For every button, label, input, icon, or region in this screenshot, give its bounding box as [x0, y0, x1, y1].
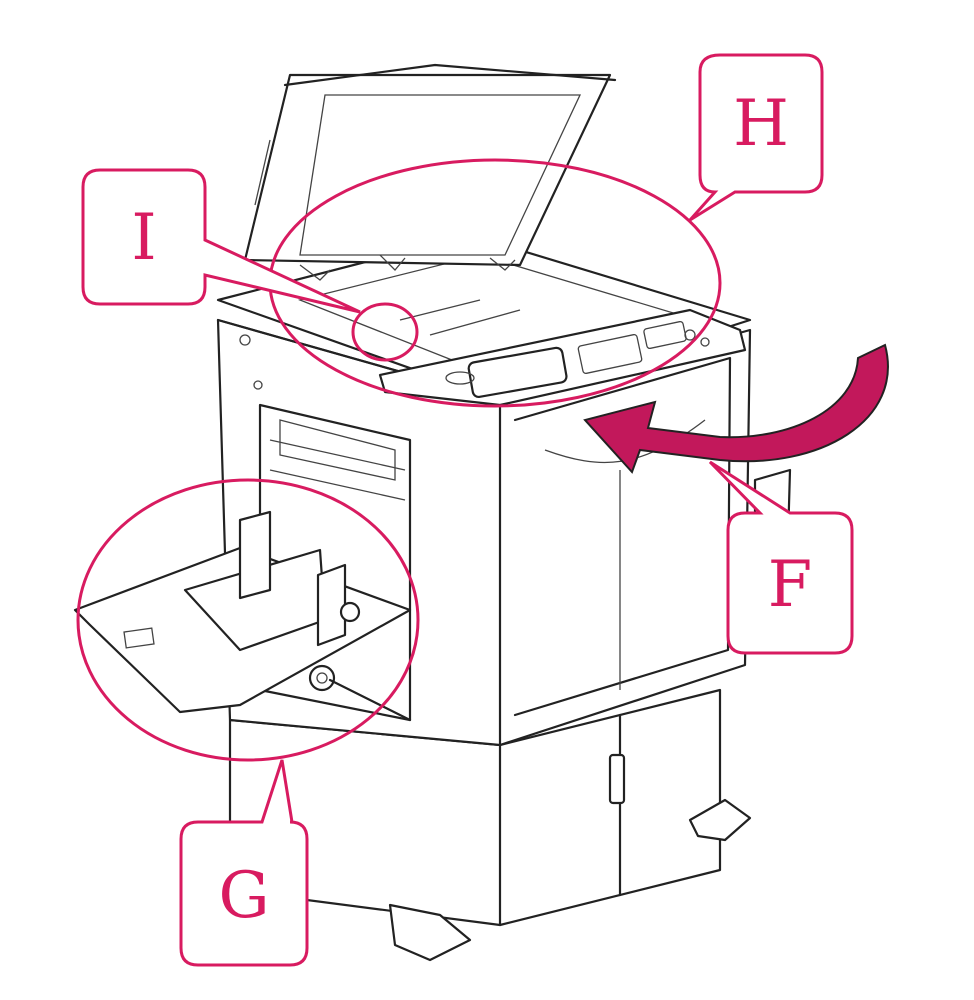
- label-f: F: [768, 548, 812, 622]
- curved-arrow: [583, 343, 889, 474]
- callout-h: H: [688, 53, 824, 222]
- lower-cabinet: [228, 688, 752, 962]
- arrow-f: [583, 343, 889, 474]
- ring-g: [76, 478, 420, 762]
- callout-g: G: [179, 759, 309, 967]
- scanner-lid: [243, 63, 617, 281]
- callout-i: I: [81, 168, 361, 314]
- label-i: I: [131, 201, 156, 275]
- ring-i: [351, 302, 419, 362]
- scanner-unit: [216, 233, 752, 407]
- label-g: G: [218, 859, 269, 933]
- label-h: H: [733, 87, 789, 161]
- callout-f: F: [708, 460, 854, 655]
- keypad: [577, 320, 710, 375]
- paper-feed-tray: [73, 510, 412, 722]
